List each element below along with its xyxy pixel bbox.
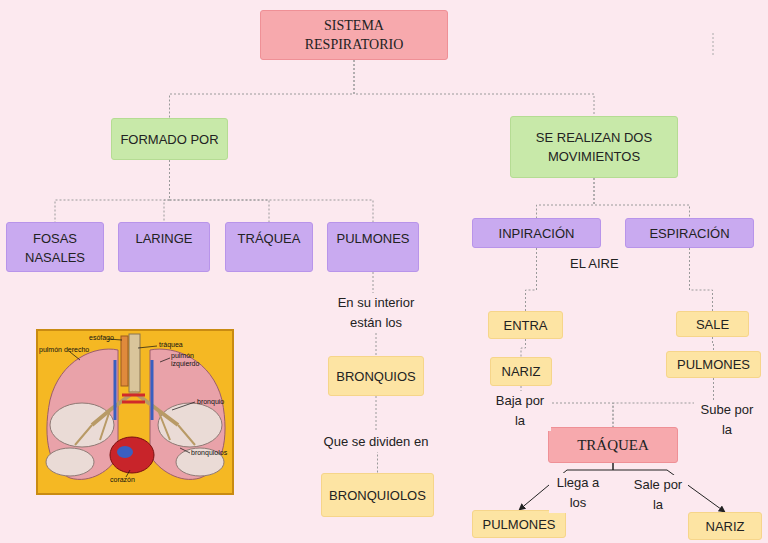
organ-box: LARINGE <box>118 222 210 272</box>
connector-line <box>170 160 270 222</box>
detail-box: BRONQUIOS <box>328 356 424 396</box>
node-text: TRÁQUEA <box>238 229 301 248</box>
node-text: PULMONES <box>337 229 410 248</box>
connector-line <box>164 160 170 222</box>
highlight-box: TRÁQUEA <box>548 427 678 463</box>
movement-box: INPIRACIÓN <box>472 218 601 248</box>
node-text: TRÁQUEA <box>577 436 649 455</box>
detail-box: PULMONES <box>472 510 566 538</box>
category-box: SE REALIZAN DOS MOVIMIENTOS <box>510 116 678 178</box>
connector-line <box>690 248 713 311</box>
node-text: FOSAS NASALES <box>11 229 99 267</box>
organ-box: PULMONES <box>327 222 419 272</box>
edge-label: Llega a los <box>549 473 607 513</box>
node-text: PULMONES <box>677 355 750 374</box>
category-box: FORMADO POR <box>111 118 228 160</box>
node-text: ENTRA <box>503 316 547 335</box>
connector-line <box>170 160 374 222</box>
node-text: BRONQUIOS <box>336 367 415 386</box>
esophagus-shape <box>121 336 128 386</box>
node-text: NARIZ <box>706 517 745 536</box>
detail-box: NARIZ <box>688 512 762 540</box>
connector-line <box>526 248 537 311</box>
lung-illustration <box>37 330 233 494</box>
part-label: tráquea <box>159 341 199 349</box>
connector-line <box>537 178 595 218</box>
part-label: corazón <box>110 476 150 484</box>
vein-shape <box>115 360 152 420</box>
part-label: pulmón izquierdo <box>171 352 205 368</box>
trachea-shape <box>129 334 140 392</box>
edge-label: Baja por la <box>489 391 551 431</box>
part-label: bronquio <box>197 398 233 406</box>
lower-lobe <box>46 448 94 476</box>
decor-line <box>713 33 714 56</box>
connector-line <box>170 60 355 118</box>
part-label: pulmón derecho <box>39 346 99 354</box>
detail-box: BRONQUIOLOS <box>321 473 434 517</box>
free-label: EL AIRE <box>570 256 626 271</box>
edge-label: En su interior están los <box>322 293 430 333</box>
heart-vessel <box>117 446 133 458</box>
bronchi-shape <box>92 392 178 425</box>
node-text: BRONQUIOLOS <box>329 486 426 505</box>
node-text: SALE <box>696 315 729 334</box>
connector-line <box>594 178 690 218</box>
edge-label: Sale por la <box>628 475 688 515</box>
connector-line <box>521 339 526 357</box>
connector-line <box>354 60 594 116</box>
detail-box: SALE <box>676 311 749 337</box>
movement-box: ESPIRACIÓN <box>625 218 754 248</box>
node-text: SE REALIZAN DOS MOVIMIENTOS <box>517 128 671 166</box>
edge-label: Que se dividen en <box>300 432 452 452</box>
connector-line <box>713 337 714 351</box>
illustration-frame <box>37 330 233 494</box>
node-text: LARINGE <box>135 229 192 248</box>
detail-box: ENTRA <box>488 311 563 339</box>
node-text: FORMADO POR <box>120 130 218 149</box>
artery-shape <box>122 395 145 402</box>
node-text: ESPIRACIÓN <box>649 224 729 243</box>
organ-box: TRÁQUEA <box>225 222 313 272</box>
part-label: bronquiolos <box>191 449 233 457</box>
edge-label: Sube por la <box>694 400 760 440</box>
connector-line <box>55 160 170 222</box>
organ-box: FOSAS NASALES <box>6 222 104 272</box>
node-text: SISTEMA RESPIRATORIO <box>281 16 427 54</box>
node-text: INPIRACIÓN <box>499 224 575 243</box>
detail-box: NARIZ <box>490 357 552 386</box>
heart-shape <box>110 437 154 473</box>
leader-line <box>70 339 195 477</box>
node-text: NARIZ <box>502 362 541 381</box>
detail-box: PULMONES <box>666 351 761 378</box>
part-label: esófago <box>89 334 129 342</box>
title-box: SISTEMA RESPIRATORIO <box>260 10 448 60</box>
node-text: PULMONES <box>483 515 556 534</box>
